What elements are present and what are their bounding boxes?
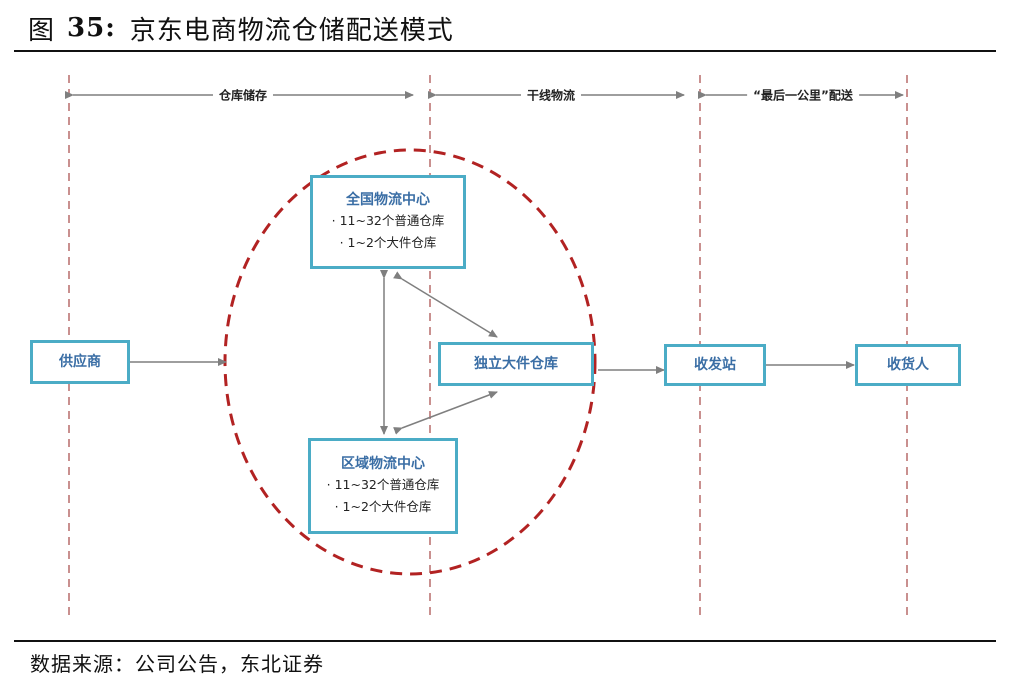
header-rule <box>14 50 996 52</box>
node-bulk-warehouse: 独立大件仓库 <box>438 342 594 386</box>
source-note: 数据来源：公司公告，东北证券 <box>30 652 324 676</box>
node-receiver: 收货人 <box>855 344 961 386</box>
node-regional-center-label: 区域物流中心 <box>341 456 425 472</box>
node-national-center-item-1: · 11~32个普通仓库 <box>331 213 445 228</box>
figure-header: 图 35: 京东电商物流仓储配送模式 <box>28 8 454 48</box>
node-station-label: 收发站 <box>694 357 736 373</box>
node-national-center: 全国物流中心 · 11~32个普通仓库 · 1~2个大件仓库 <box>310 175 466 269</box>
phase-label-lastmile: “最后一公里”配送 <box>747 86 859 104</box>
phase-label-storage: 仓库储存 <box>212 86 274 104</box>
node-regional-center-item-2: · 1~2个大件仓库 <box>334 499 432 514</box>
node-receiver-label: 收货人 <box>887 357 929 373</box>
arrow-regional-bulk <box>393 391 498 435</box>
arrow-national-bulk <box>393 271 498 338</box>
node-bulk-warehouse-label: 独立大件仓库 <box>474 356 558 372</box>
node-national-center-label: 全国物流中心 <box>346 192 430 208</box>
node-national-center-item-2: · 1~2个大件仓库 <box>339 235 437 250</box>
node-regional-center-item-1: · 11~32个普通仓库 <box>326 477 440 492</box>
figure-title: 京东电商物流仓储配送模式 <box>129 15 454 46</box>
node-supplier-label: 供应商 <box>59 354 101 370</box>
node-station: 收发站 <box>664 344 766 386</box>
phase-label-trunk: 干线物流 <box>520 86 582 104</box>
node-supplier: 供应商 <box>30 340 130 384</box>
figure-number: 35: <box>67 13 116 43</box>
figure-label: 图 <box>28 15 56 46</box>
node-regional-center: 区域物流中心 · 11~32个普通仓库 · 1~2个大件仓库 <box>308 438 458 534</box>
footer-rule <box>14 640 996 642</box>
